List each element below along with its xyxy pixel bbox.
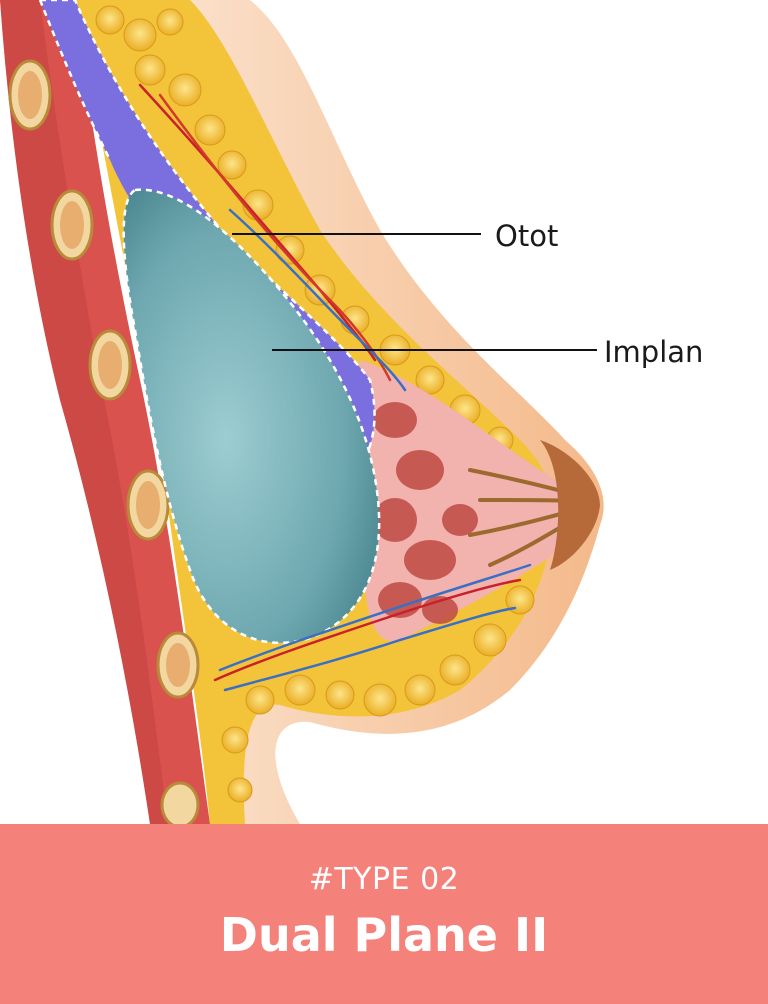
caption-banner: #TYPE 02 Dual Plane II [0,824,768,1004]
caption-title: Dual Plane II [219,908,549,962]
gland-lobules [373,402,478,624]
type-tag: #TYPE 02 [308,862,460,897]
breast-cross-section-illustration [0,0,604,824]
fat-lobules [95,5,535,803]
implant-label: Implan [604,335,704,369]
nipple [540,440,600,570]
muscle-label: Otot [495,219,559,253]
blood-vessels [138,83,532,692]
